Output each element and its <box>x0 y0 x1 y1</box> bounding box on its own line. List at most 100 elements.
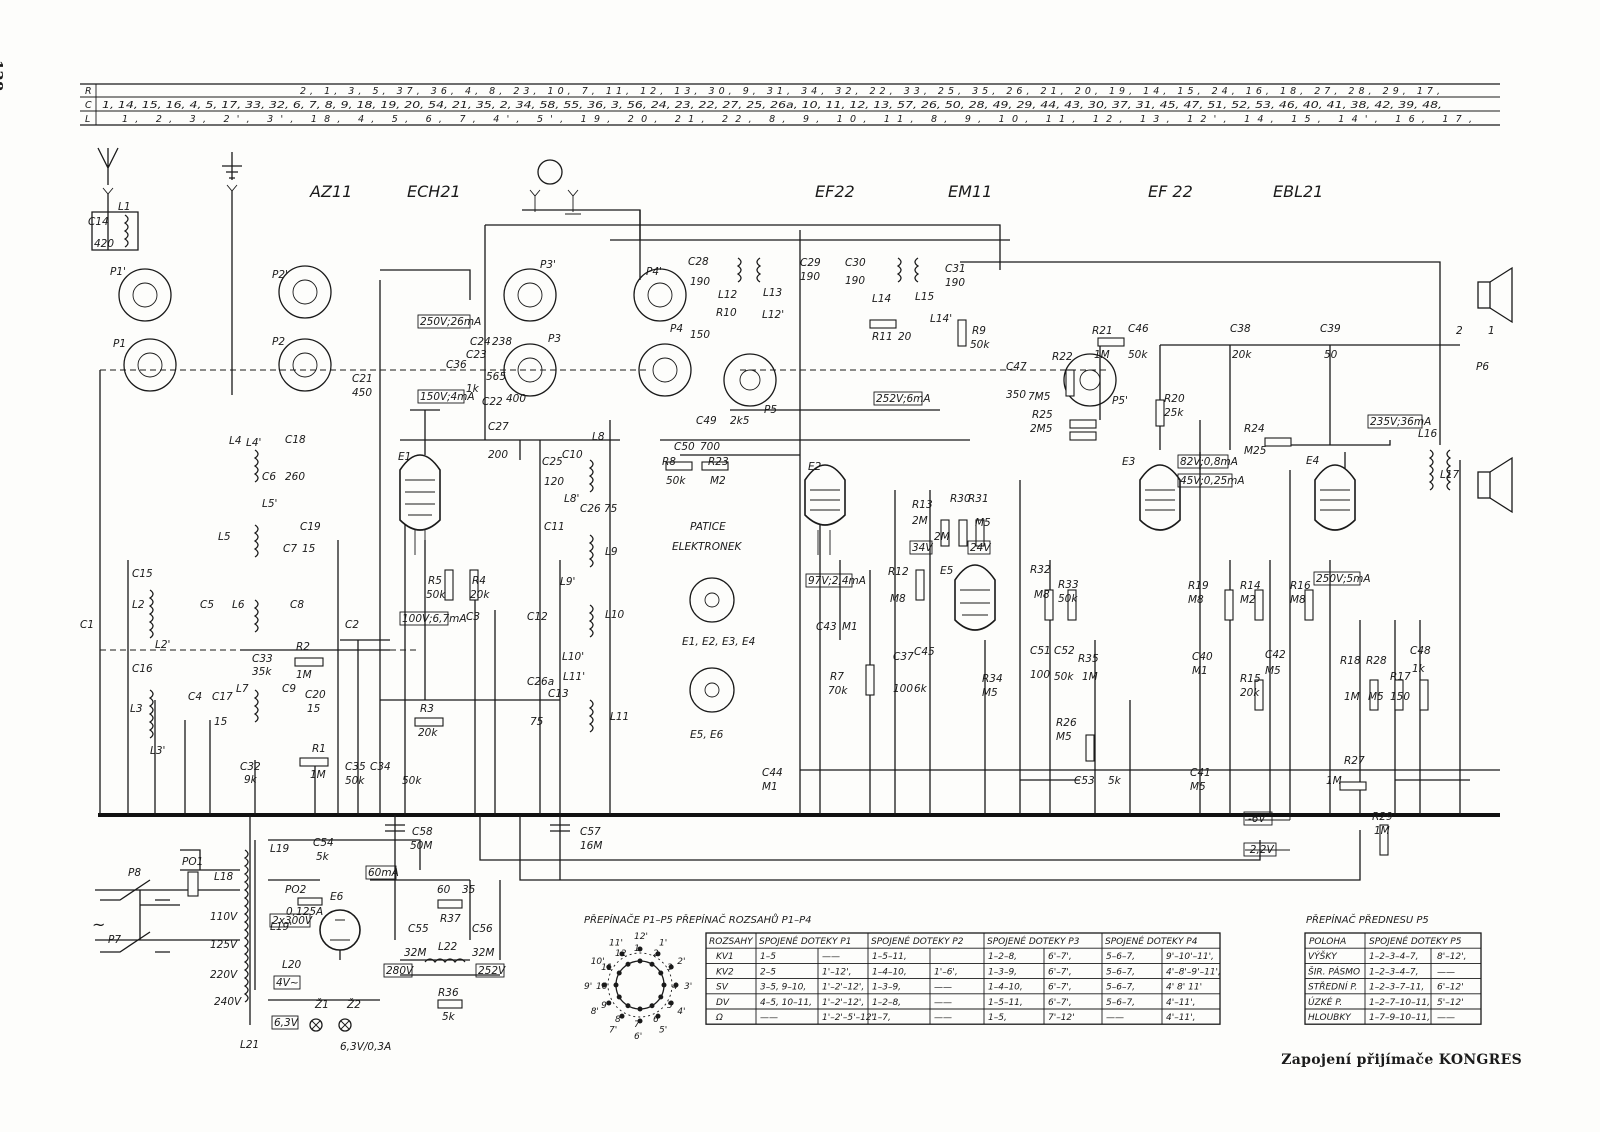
switch-contact-label: 5 <box>667 1001 673 1011</box>
svg-text:100V;6,7mA: 100V;6,7mA <box>402 613 467 625</box>
svg-text:75: 75 <box>604 503 618 515</box>
range-table-cell: 1–2–8, <box>988 952 1017 962</box>
switch-contact-dot <box>637 958 643 964</box>
voltage-box: 252V;6mA <box>873 391 931 406</box>
tone-table-cell: 1–2–3–4–7, <box>1369 952 1419 962</box>
svg-text:24V: 24V <box>970 542 991 554</box>
range-table-cell: 6'–7', <box>1048 967 1072 977</box>
svg-text:C10: C10 <box>562 449 583 461</box>
range-table-cell: —— <box>934 983 952 993</box>
svg-text:50k: 50k <box>402 775 422 787</box>
svg-text:C15: C15 <box>132 568 153 580</box>
svg-text:50k: 50k <box>1054 671 1074 683</box>
svg-text:C44: C44 <box>762 767 783 779</box>
svg-text:1: 1 <box>1488 325 1495 337</box>
tube-e5-em11 <box>954 564 996 631</box>
svg-text:15: 15 <box>307 703 321 715</box>
svg-text:C53: C53 <box>1074 775 1095 787</box>
switch-contact-label: 10 <box>596 982 608 992</box>
svg-text:250V;26mA: 250V;26mA <box>420 316 481 328</box>
switch-contact-label: 1' <box>659 939 667 949</box>
voltage-box: 252V <box>475 963 506 978</box>
svg-text:1M: 1M <box>1082 671 1098 683</box>
svg-text:R1: R1 <box>312 743 326 755</box>
svg-text:110V: 110V <box>210 911 238 923</box>
svg-text:C7: C7 <box>283 543 297 555</box>
svg-text:2k5: 2k5 <box>730 415 750 427</box>
svg-text:R23: R23 <box>708 456 729 468</box>
svg-text:M5: M5 <box>1265 665 1281 677</box>
voltage-box: 250V;5mA <box>1313 571 1371 586</box>
svg-text:6,3V/0,3A: 6,3V/0,3A <box>340 1041 391 1053</box>
tube-title-ef22-if: EF22 <box>815 182 855 201</box>
svg-text:R25: R25 <box>1032 409 1053 421</box>
switch-contact-label: 2 <box>653 949 659 959</box>
svg-text:PO2: PO2 <box>285 884 307 896</box>
svg-text:L20: L20 <box>282 959 302 971</box>
switch-contact-dot <box>613 982 619 988</box>
svg-text:70k: 70k <box>828 685 848 697</box>
svg-text:Ž1: Ž1 <box>314 998 329 1011</box>
range-table-cell: —— <box>934 998 952 1008</box>
switch-contact-dot <box>625 961 631 967</box>
svg-text:L14': L14' <box>930 313 952 325</box>
socket-pinout-8pin <box>689 577 735 623</box>
svg-text:-2,2V: -2,2V <box>1246 844 1274 856</box>
svg-text:700: 700 <box>700 441 720 453</box>
svg-text:R26: R26 <box>1056 717 1077 729</box>
svg-text:150V;4mA: 150V;4mA <box>420 391 475 403</box>
svg-text:1M: 1M <box>1344 691 1360 703</box>
svg-text:C11: C11 <box>544 521 565 533</box>
switch-contact-diagram: 12'1'2'3'4'5'6'7'8'9'10'11'1234567891011… <box>584 932 692 1042</box>
switch-p4 <box>638 343 692 397</box>
svg-text:C45: C45 <box>914 646 935 658</box>
svg-text:L13: L13 <box>763 287 782 299</box>
svg-text:250V;5mA: 250V;5mA <box>1316 573 1371 585</box>
range-table-cell: 6'–7', <box>1048 983 1072 993</box>
svg-text:75: 75 <box>530 716 544 728</box>
range-table-header: SPOJENÉ DOTEKY P4 <box>1105 935 1198 947</box>
switch-p4p <box>633 268 687 322</box>
svg-text:2M: 2M <box>934 531 950 543</box>
range-table-cell: 7'–12' <box>1048 1013 1075 1023</box>
svg-text:C42: C42 <box>1265 649 1286 661</box>
range-table-cell: 9'–10'–11', <box>1166 952 1214 962</box>
svg-text:5k: 5k <box>442 1011 456 1023</box>
svg-text:C33: C33 <box>252 653 273 665</box>
svg-text:C47: C47 <box>1006 361 1027 373</box>
svg-text:P3: P3 <box>548 333 561 345</box>
svg-text:35k: 35k <box>252 666 272 678</box>
voltage-box: -6V <box>1243 811 1273 826</box>
tone-table-cell: 1–2–3–7–11, <box>1369 983 1424 993</box>
svg-text:R29: R29 <box>1372 811 1393 823</box>
svg-text:C37: C37 <box>893 651 914 663</box>
svg-text:L9: L9 <box>605 546 618 558</box>
switch-contact-dot <box>658 994 664 1000</box>
svg-text:C14: C14 <box>88 216 109 228</box>
capacitor-c57 <box>550 824 570 832</box>
svg-text:E5: E5 <box>940 565 954 577</box>
svg-text:M1: M1 <box>842 621 858 633</box>
voltage-box: 250V;26mA <box>417 314 481 329</box>
svg-text:C43: C43 <box>816 621 837 633</box>
range-table-cell: DV <box>716 998 730 1008</box>
svg-text:20k: 20k <box>1232 349 1252 361</box>
svg-text:P4: P4 <box>670 323 683 335</box>
range-table-cell: 4'–11', <box>1166 998 1196 1008</box>
range-table-cell: 6'–7', <box>1048 998 1072 1008</box>
range-table-cell: 1'–2'–12', <box>822 998 864 1008</box>
loop-antenna-icon <box>529 159 581 215</box>
switch-contact-label: 10' <box>591 957 605 967</box>
svg-text:M25: M25 <box>1244 445 1267 457</box>
range-table-cell: —— <box>822 952 840 962</box>
svg-text:82V;0,8mA: 82V;0,8mA <box>1180 456 1238 468</box>
svg-text:L1: L1 <box>118 201 131 213</box>
svg-text:L21: L21 <box>240 1039 259 1051</box>
tone-table-header: POLOHA <box>1309 937 1346 947</box>
range-table-cell: 4'–11', <box>1166 1013 1196 1023</box>
svg-text:C52: C52 <box>1054 645 1075 657</box>
range-table-cell: 1–3–9, <box>872 983 901 993</box>
ground-terminal-icon <box>222 152 242 192</box>
svg-text:P2: P2 <box>272 336 285 348</box>
